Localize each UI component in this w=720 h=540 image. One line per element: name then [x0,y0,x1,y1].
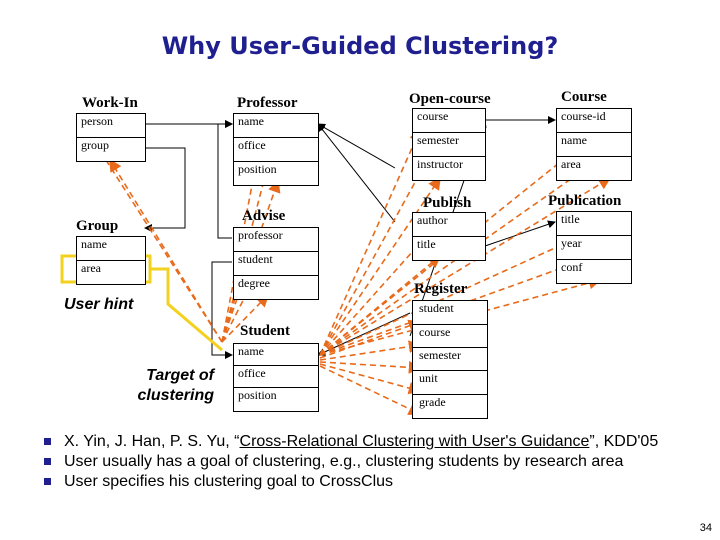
table-opencourse: course semester instructor [412,108,486,181]
table-row: title [413,236,485,260]
foreign-key-arrows [144,116,556,359]
table-row: title [561,212,580,226]
table-row: area [557,156,631,180]
citation-suffix: ”, KDD'05 [589,433,659,450]
table-course: course-id name area [556,108,632,181]
table-row: semester [413,132,485,156]
table-advise-name: Advise [242,208,286,224]
target-label-line1: Target of [146,367,214,384]
table-row: name [81,237,107,251]
table-professor-name: Professor [237,95,298,111]
table-row: name [238,114,264,128]
table-row: course [413,324,487,347]
table-row: group [77,137,145,161]
bullet-square-icon [44,458,51,465]
table-row: student [419,301,454,315]
table-row: grade [413,394,487,418]
slide-title: Why User-Guided Clustering? [161,32,559,60]
bullet-square-icon [44,478,51,485]
bullet-square-icon [44,438,51,445]
table-row: name [557,132,631,156]
page-number: 34 [699,522,712,534]
bullet-item: X. Yin, J. Han, P. S. Yu, “Cross-Relatio… [44,432,704,452]
table-group-name: Group [76,218,119,234]
bullet-text: User specifies his clustering goal to Cr… [64,473,394,490]
table-publication: title year conf [556,211,632,284]
citation-prefix: X. Yin, J. Han, P. S. Yu, “ [64,433,240,450]
table-row: name [238,344,264,358]
table-student: name office position [233,343,319,412]
table-opencourse-name: Open-course [409,91,491,107]
table-row: person [81,114,113,128]
table-row: semester [413,347,487,370]
user-hint-connector [150,267,223,352]
table-row: year [557,235,631,259]
table-course-name: Course [561,89,607,105]
table-workin: person group [76,113,146,162]
user-hint-label: User hint [64,296,134,313]
table-advise: professor student degree [233,227,319,300]
table-publication-name: Publication [548,193,622,209]
table-publish-name: Publish [423,195,472,211]
table-student-name: Student [240,323,291,339]
table-row: position [234,161,318,185]
table-row: position [234,387,318,411]
table-row: professor [238,228,283,242]
table-publish: author title [412,212,486,261]
table-row: student [234,251,318,275]
table-row: author [417,213,448,227]
table-group: name area [76,236,146,285]
bullet-item: User usually has a goal of clustering, e… [44,452,704,472]
target-label-line2: clustering [137,387,214,404]
bullet-text: User usually has a goal of clustering, e… [64,453,624,470]
table-row: instructor [413,156,485,180]
bullet-list: X. Yin, J. Han, P. S. Yu, “Cross-Relatio… [44,432,704,492]
table-register-name: Register [414,281,468,297]
table-workin-name: Work-In [82,95,138,111]
table-row: unit [413,370,487,394]
target-of-clustering-label: Target of clustering [108,366,214,406]
paper-link[interactable]: Cross-Relational Clustering with User's … [239,433,590,450]
table-row: office [234,365,318,387]
bullet-item: User specifies his clustering goal to Cr… [44,472,704,492]
table-register: student course semester unit grade [412,300,488,419]
table-row: area [77,260,145,284]
table-row: course [417,109,449,123]
table-professor: name office position [233,113,319,186]
table-row: degree [234,275,318,299]
table-row: course-id [561,109,606,123]
table-row: office [234,137,318,161]
table-row: conf [557,259,631,283]
